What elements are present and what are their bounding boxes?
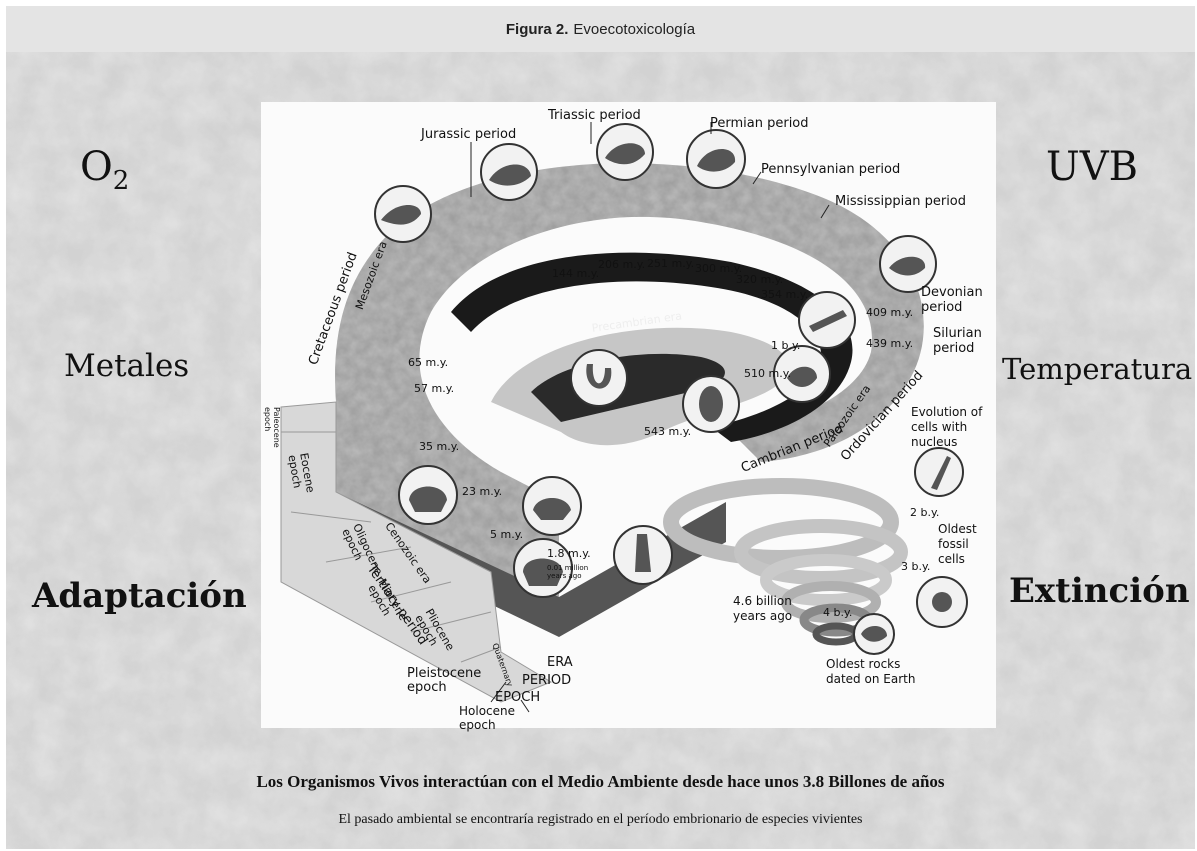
age-206: 206 m.y. bbox=[598, 258, 645, 271]
figure-frame: Figura 2. Evoecotoxicología O2 UVB Metal… bbox=[6, 6, 1195, 849]
age-2by: 2 b.y. bbox=[910, 506, 939, 519]
factor-o2: O2 bbox=[80, 144, 129, 196]
legend-epoch: EPOCH bbox=[495, 690, 540, 705]
age-3by: 3 b.y. bbox=[901, 560, 930, 573]
age-144: 144 m.y. bbox=[552, 267, 599, 280]
factor-metales: Metales bbox=[64, 348, 189, 384]
label-permian: Permian period bbox=[710, 116, 809, 131]
label-devonian: Devonian period bbox=[921, 285, 991, 315]
age-4by: 4 b.y. bbox=[823, 606, 852, 619]
factor-uvb: UVB bbox=[1046, 144, 1138, 190]
age-439: 439 m.y. bbox=[866, 337, 913, 350]
note-oldest-fossil: Oldest fossil cells bbox=[938, 522, 988, 567]
note-4-6-billion: 4.6 billion years ago bbox=[733, 594, 813, 624]
figure-label: Figura 2. bbox=[506, 21, 569, 38]
label-silurian: Silurian period bbox=[933, 326, 993, 356]
age-57: 57 m.y. bbox=[414, 382, 454, 395]
age-5: 5 m.y. bbox=[490, 528, 523, 541]
age-354: 354 m.y. bbox=[761, 288, 808, 301]
age-35: 35 m.y. bbox=[419, 440, 459, 453]
figure-title: Evoecotoxicología bbox=[573, 21, 695, 38]
factor-temperatura: Temperatura bbox=[1002, 352, 1192, 386]
legend-period: PERIOD bbox=[522, 673, 571, 688]
age-0-01: 0.01 million years ago bbox=[547, 564, 607, 580]
age-251: 251 m.y. bbox=[647, 257, 694, 270]
label-pleistocene: Pleistocene epoch bbox=[407, 667, 487, 695]
label-triassic: Triassic period bbox=[548, 108, 641, 123]
label-paleocene: Paleocene epoch bbox=[263, 407, 281, 447]
note-evolution: Evolution of cells with nucleus bbox=[911, 405, 993, 450]
age-320: 320 m.y. bbox=[736, 273, 783, 286]
note-oldest-rocks: Oldest rocks dated on Earth bbox=[826, 657, 936, 687]
label-jurassic: Jurassic period bbox=[421, 127, 516, 142]
factor-o2-subscript: 2 bbox=[113, 166, 130, 196]
legend-era: ERA bbox=[547, 655, 573, 670]
caption-main: Los Organismos Vivos interactúan con el … bbox=[6, 772, 1195, 792]
age-1-8: 1.8 m.y. bbox=[547, 547, 591, 560]
label-holocene: Holocene epoch bbox=[459, 704, 529, 732]
geologic-time-spiral: Jurassic period Triassic period Permian … bbox=[261, 102, 996, 728]
label-mississippian: Mississippian period bbox=[835, 194, 966, 209]
age-409: 409 m.y. bbox=[866, 306, 913, 319]
age-1by: 1 b.y. bbox=[771, 339, 800, 352]
factor-adaptacion: Adaptación bbox=[32, 576, 247, 616]
age-510: 510 m.y. bbox=[744, 367, 791, 380]
factor-extincion: Extinción bbox=[1009, 571, 1190, 611]
age-65: 65 m.y. bbox=[408, 356, 448, 369]
caption-sub: El pasado ambiental se encontraría regis… bbox=[6, 812, 1195, 828]
figure-header: Figura 2. Evoecotoxicología bbox=[6, 6, 1195, 52]
age-543: 543 m.y. bbox=[644, 425, 691, 438]
label-pennsylvanian: Pennsylvanian period bbox=[761, 162, 900, 177]
age-23: 23 m.y. bbox=[462, 485, 502, 498]
